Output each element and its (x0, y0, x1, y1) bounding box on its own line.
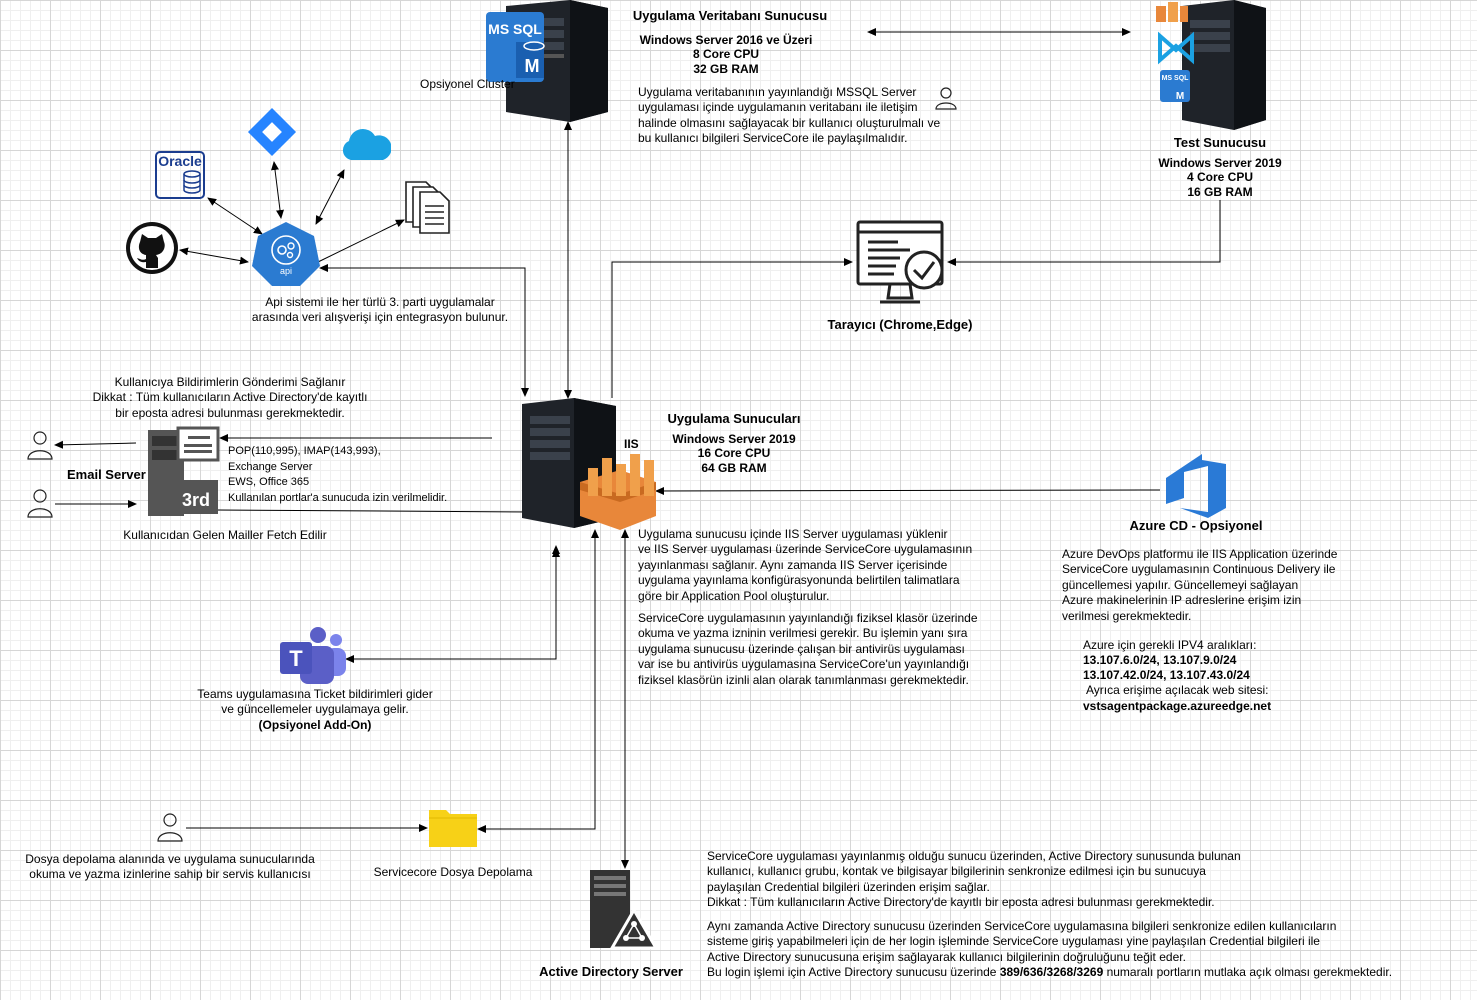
connector-app-teams (345, 548, 560, 663)
test-server-os: Windows Server 2019 (1158, 156, 1282, 170)
connector-cloud-api (315, 169, 345, 225)
db-user-icon (935, 87, 957, 110)
teams-optional: (Opsiyonel Add-On) (258, 718, 372, 732)
browser-label: Tarayıcı (Chrome,Edge) (827, 317, 973, 332)
documents-icon (405, 181, 450, 234)
email-server-icon: 3rd (148, 426, 220, 516)
test-server-badge: MS SQL (1162, 75, 1190, 82)
browser-icon (856, 220, 944, 304)
azure-ip-title: Azure için gerekli IPV4 aralıkları: (1083, 638, 1257, 652)
iis-label: IIS (624, 437, 639, 451)
svg-text:T: T (289, 646, 303, 671)
api-note: Api sistemi ile her türlü 3. parti uygul… (251, 295, 509, 325)
test-server-icon: MS SQL M (1156, 0, 1266, 130)
app-server-cpu: 16 Core CPU (697, 446, 771, 460)
github-icon (126, 222, 178, 274)
app-server-ram: 64 GB RAM (701, 461, 767, 475)
connector-api-app (319, 264, 529, 397)
connector-github-api (179, 247, 249, 265)
db-server-note: Uygulama veritabanının yayınlandığı MSSQ… (638, 85, 941, 146)
jira-icon (247, 107, 297, 157)
db-server-os: Windows Server 2016 ve Üzeri (639, 33, 813, 47)
teams-icon: T (280, 627, 346, 684)
connector-app-storage (477, 529, 599, 833)
app-server-note-iis: Uygulama sunucusu içinde IIS Server uygu… (638, 527, 973, 603)
active-directory-label: Active Directory Server (539, 964, 683, 979)
connector-app-browser (611, 258, 853, 398)
connector-azure-app (655, 486, 1161, 495)
db-cluster-label: Opsiyonel Cluster (420, 77, 515, 91)
teams-note: Teams uygulamasına Ticket bildirimleri g… (197, 687, 433, 717)
ad-note-login: Aynı zamanda Active Directory sunucusu ü… (707, 919, 1392, 981)
service-user-icon (157, 813, 183, 842)
db-server-ram: 32 GB RAM (693, 62, 759, 76)
azure-web-title: Ayrıca erişime açılacak web sitesi: (1086, 683, 1269, 697)
azure-web-url: vstsagentpackage.azureedge.net (1083, 699, 1272, 713)
azure-ips-2: 13.107.42.0/24, 13.107.43.0/24 (1083, 668, 1250, 682)
svg-text:M: M (1176, 91, 1184, 102)
azure-ips-1: 13.107.6.0/24, 13.107.9.0/24 (1083, 653, 1237, 667)
azure-title: Azure CD - Opsiyonel (1129, 518, 1263, 533)
test-server-title: Test Sunucusu (1173, 135, 1267, 150)
db-server-icon: MS SQL M (486, 0, 608, 122)
app-server-icon (522, 398, 656, 530)
folder-icon (429, 810, 477, 847)
test-server-cpu: 4 Core CPU (1186, 170, 1254, 184)
connector-jira-api (271, 161, 284, 219)
api-hub-label: api (280, 266, 292, 276)
app-server-title: Uygulama Sunucuları (667, 411, 801, 426)
app-server-os: Windows Server 2019 (672, 432, 796, 446)
storage-label: Servicecore Dosya Depolama (373, 865, 533, 879)
email-server-title: Email Server (67, 467, 146, 482)
azure-note: Azure DevOps platformu ile IIS Applicati… (1062, 547, 1338, 623)
connector-docs-api (317, 219, 405, 263)
oracle-label: Oracle (158, 153, 202, 169)
user-icon-receive (27, 431, 53, 460)
db-server-badge: MS SQL (488, 21, 542, 37)
ad-ports: 389/636/3268/3269 (999, 965, 1104, 980)
db-server-title: Uygulama Veritabanı Sunucusu (632, 8, 828, 23)
app-server-note-folder: ServiceCore uygulamasının yayınlandığı f… (638, 611, 978, 687)
connector-email-user (54, 440, 137, 449)
cloud-icon (342, 128, 391, 160)
api-hub-icon: api (252, 222, 320, 286)
active-directory-icon (590, 870, 658, 950)
email-bottom-note: Kullanıcıdan Gelen Mailler Fetch Edilir (123, 528, 327, 542)
email-top-note: Kullanıcıya Bildirimlerin Gönderimi Sağl… (92, 375, 368, 420)
db-server-cpu: 8 Core CPU (692, 47, 760, 61)
oracle-icon: Oracle (155, 151, 205, 199)
storage-user-note: Dosya depolama alanında ve uygulama sunu… (25, 852, 315, 882)
svg-text:M: M (525, 56, 540, 76)
email-server-badge: 3rd (182, 490, 210, 510)
azure-devops-icon (1166, 454, 1226, 518)
ad-note-sync: ServiceCore uygulaması yayınlanmış olduğ… (707, 849, 1241, 910)
connector-oracle-api (207, 197, 263, 235)
test-server-ram: 16 GB RAM (1187, 185, 1253, 199)
connector-email-app (217, 507, 535, 516)
email-ports-note: POP(110,995), IMAP(143,993), Exchange Se… (228, 445, 448, 504)
ad-note-login-text: Aynı zamanda Active Directory sunucusu ü… (707, 919, 1337, 980)
connector-test-browser (947, 200, 1221, 266)
user-icon-send (27, 489, 53, 518)
ad-note-login-end: numaralı portların mutlaka açık olması g… (1103, 965, 1393, 980)
